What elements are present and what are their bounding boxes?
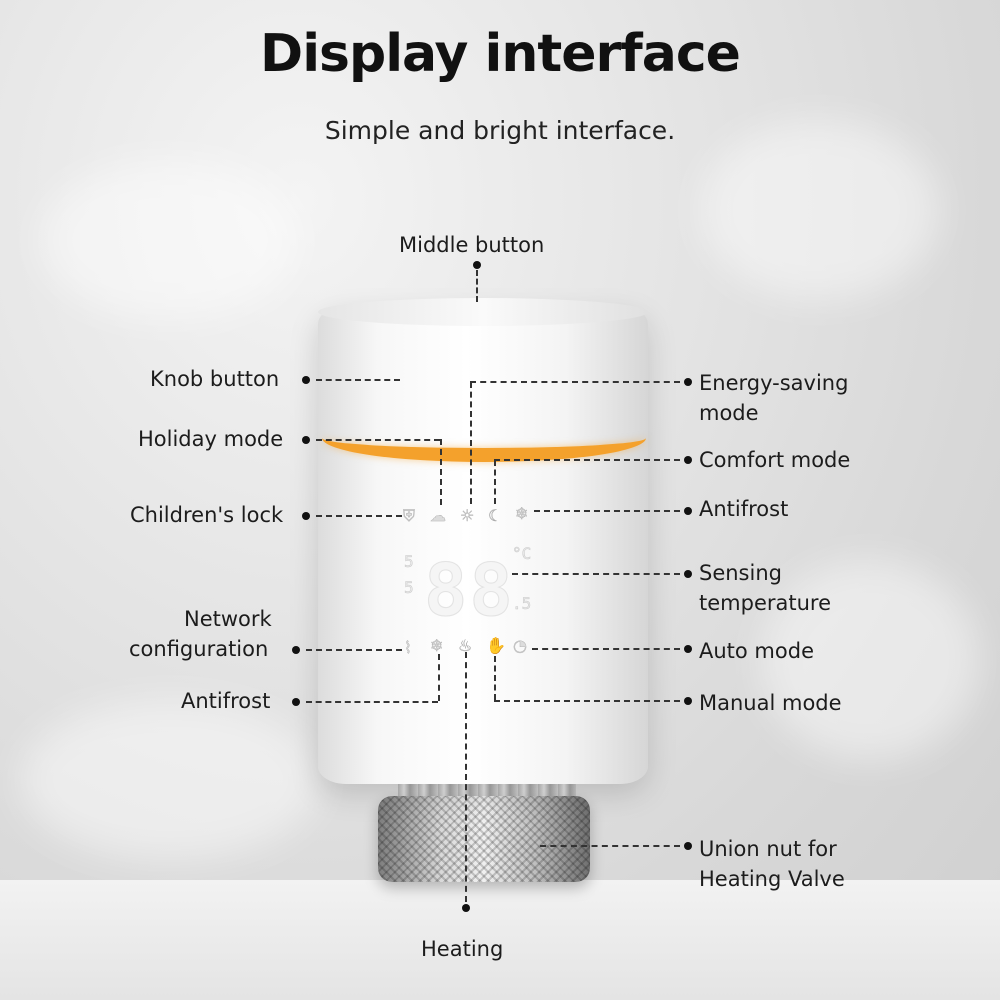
callout-dot: [302, 376, 310, 384]
callout-dot: [684, 645, 692, 653]
callout-line: [316, 439, 440, 441]
display-small-digit-bottom: 5: [404, 578, 414, 598]
suitcase-icon: ☁: [430, 506, 446, 525]
display-unit: °C: [512, 544, 532, 564]
callout-line: [532, 648, 680, 650]
display-decimal: .5: [512, 594, 532, 614]
label-union-nut-line1: Union nut for: [699, 837, 837, 861]
hand-icon: ✋: [486, 636, 506, 655]
callout-line: [316, 515, 402, 517]
moon-icon: ☾: [488, 506, 503, 525]
callout-line: [316, 379, 400, 381]
label-network-configuration-line2: configuration: [129, 637, 269, 661]
callout-dot: [684, 378, 692, 386]
label-sensing-temperature-line2: temperature: [699, 591, 831, 615]
background-blob: [40, 160, 300, 320]
callout-line: [465, 652, 467, 902]
orange-light-ring: [322, 414, 646, 462]
callout-line: [494, 459, 680, 461]
label-manual-mode: Manual mode: [699, 691, 842, 715]
callout-dot: [684, 697, 692, 705]
callout-line: [476, 270, 478, 302]
shelf-surface: [0, 880, 1000, 1000]
callout-dot: [684, 570, 692, 578]
callout-dot: [684, 842, 692, 850]
page-subtitle: Simple and bright interface.: [324, 116, 676, 145]
label-auto-mode: Auto mode: [699, 639, 814, 663]
lock-icon: ⛨: [403, 506, 416, 525]
display-digits: 88: [424, 548, 515, 633]
heating-icon: ♨: [458, 636, 473, 655]
snowflake-icon: ❄: [430, 636, 444, 655]
label-heating: Heating: [421, 937, 504, 961]
label-energy-saving-line2: mode: [699, 401, 759, 425]
sun-icon: ☼: [460, 506, 475, 525]
snowflake-icon: ❄: [515, 504, 529, 523]
background-blob: [20, 700, 320, 860]
display-small-digit-top: 5: [404, 552, 414, 572]
callout-line: [494, 700, 680, 702]
middle-button[interactable]: [318, 298, 648, 326]
callout-dot: [302, 512, 310, 520]
label-holiday-mode: Holiday mode: [138, 427, 284, 451]
label-energy-saving-line1: Energy-saving: [699, 371, 849, 395]
label-antifrost-left: Antifrost: [181, 689, 271, 713]
callout-line: [306, 701, 438, 703]
label-antifrost-right: Antifrost: [699, 497, 789, 521]
label-union-nut-line2: Heating Valve: [699, 867, 845, 891]
background-blob: [760, 560, 980, 760]
callout-dot: [462, 904, 470, 912]
callout-line: [470, 382, 472, 504]
callout-dot: [292, 646, 300, 654]
callout-dot: [292, 698, 300, 706]
callout-line: [440, 439, 442, 505]
label-sensing-temperature-line1: Sensing: [699, 561, 782, 585]
callout-line: [494, 460, 496, 504]
label-middle-button: Middle button: [399, 233, 545, 257]
callout-line: [494, 656, 496, 700]
background-blob: [700, 120, 940, 300]
wifi-icon: ⌇: [404, 638, 412, 657]
callout-dot: [684, 456, 692, 464]
label-network-configuration-line1: Network: [184, 607, 272, 631]
callout-line: [306, 649, 402, 651]
label-childrens-lock: Children's lock: [130, 503, 284, 527]
callout-line: [534, 510, 680, 512]
label-knob-button: Knob button: [150, 367, 280, 391]
union-nut: [378, 796, 590, 882]
callout-line: [512, 573, 680, 575]
callout-line: [470, 381, 680, 383]
clock-icon: ◔: [513, 636, 527, 655]
callout-line: [540, 845, 680, 847]
callout-line: [438, 654, 440, 701]
callout-dot: [684, 507, 692, 515]
label-comfort-mode: Comfort mode: [699, 448, 851, 472]
callout-dot: [302, 436, 310, 444]
thermostat-body: [318, 306, 648, 784]
callout-dot: [473, 261, 481, 269]
page-title: Display interface: [260, 24, 741, 84]
